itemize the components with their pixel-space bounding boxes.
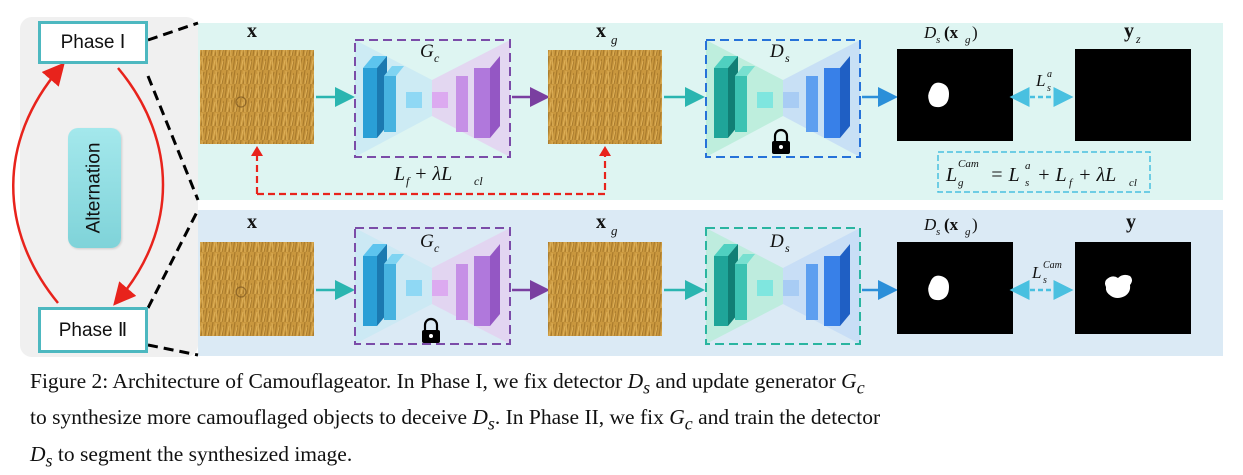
- feedback-loss-label: L f + λL cl: [393, 163, 483, 188]
- svg-text:z: z: [1135, 32, 1141, 46]
- svg-text:s: s: [936, 34, 940, 46]
- svg-text:(x: (x: [944, 215, 959, 234]
- svg-text:L: L: [393, 163, 405, 185]
- svg-text:+ L: + L: [1037, 164, 1067, 186]
- svg-text:f: f: [1069, 177, 1074, 189]
- svg-text:Cam: Cam: [1043, 260, 1062, 271]
- generated-label-phase1: x: [596, 20, 606, 42]
- svg-text:+ λL: + λL: [1078, 164, 1116, 186]
- prediction-map-phase1: [897, 49, 1013, 141]
- generator-gc-phase2: G c: [354, 227, 511, 345]
- svg-text:c: c: [434, 51, 440, 65]
- svg-text:L: L: [945, 164, 957, 186]
- generated-label-phase2: x: [596, 211, 606, 233]
- svg-text:g: g: [611, 32, 618, 47]
- generated-image-xg-phase1: [548, 50, 662, 144]
- detector-label: D: [769, 231, 784, 252]
- input-image-x-phase1: [200, 50, 314, 144]
- input-image-x-phase2: [200, 242, 314, 336]
- svg-text:+ λL: + λL: [414, 163, 452, 185]
- lock-icon: [772, 128, 790, 154]
- svg-text:L: L: [1031, 263, 1041, 282]
- lock-icon: [422, 317, 440, 343]
- svg-text:Cam: Cam: [958, 158, 979, 170]
- svg-text:(x: (x: [944, 23, 959, 42]
- loss-label-phase1: L s a: [1035, 69, 1052, 94]
- prediction-label-phase2: D s (x g ): [923, 215, 978, 238]
- target-map-yz: [1075, 49, 1191, 141]
- figure-caption: Figure 2: Architecture of Camouflageator…: [30, 369, 881, 470]
- svg-text:s: s: [785, 51, 790, 65]
- alternation-label: Alternation: [83, 142, 105, 234]
- svg-text:g: g: [611, 223, 618, 238]
- detector-ds-phase2: D s: [705, 227, 861, 345]
- svg-text:c: c: [434, 241, 440, 255]
- detector-label: D: [769, 41, 784, 62]
- generator-label: G: [420, 231, 434, 252]
- svg-text:f: f: [406, 174, 411, 188]
- phase1-label: Phase Ⅰ: [60, 32, 126, 53]
- alternation-pill: Alternation: [68, 128, 121, 248]
- svg-text:D: D: [923, 215, 937, 234]
- alternation-arrow-down: [113, 67, 165, 306]
- svg-text:s: s: [1043, 275, 1047, 286]
- architecture-diagram: x G c x g D s: [12, 17, 1223, 357]
- zoom-line-phase1: [146, 21, 200, 201]
- svg-text:g: g: [965, 226, 971, 238]
- zoom-line-phase2: [146, 209, 200, 357]
- detector-ds-phase1: D s: [705, 39, 861, 158]
- generator-gc-phase1: G c: [354, 39, 511, 158]
- svg-text:): ): [972, 215, 978, 234]
- input-label-phase2: x: [247, 211, 257, 233]
- svg-text:g: g: [958, 177, 964, 189]
- phase1-box: Phase Ⅰ: [38, 21, 148, 64]
- svg-text:D: D: [923, 23, 937, 42]
- svg-text:= L: = L: [990, 164, 1020, 186]
- prediction-map-phase2: [897, 242, 1013, 334]
- alternation-arrow-up: [12, 62, 65, 304]
- svg-text:s: s: [936, 226, 940, 238]
- ground-truth-map-y: [1075, 242, 1191, 334]
- svg-text:a: a: [1025, 160, 1031, 172]
- total-loss-equation: L Cam g = L a s + L f + λL cl: [945, 158, 1137, 189]
- target-label-phase1: y: [1124, 20, 1134, 42]
- svg-text:s: s: [1025, 177, 1029, 189]
- phase2-label: Phase Ⅱ: [58, 319, 128, 341]
- svg-text:L: L: [1035, 71, 1045, 90]
- svg-text:g: g: [965, 34, 971, 46]
- svg-text:): ): [972, 23, 978, 42]
- generated-image-xg-phase2: [548, 242, 662, 336]
- input-label-phase1: x: [247, 20, 257, 42]
- svg-text:a: a: [1047, 69, 1052, 80]
- svg-text:cl: cl: [1129, 177, 1137, 189]
- svg-text:s: s: [785, 241, 790, 255]
- phase2-box: Phase Ⅱ: [38, 307, 148, 353]
- target-label-phase2: y: [1126, 211, 1136, 233]
- svg-text:s: s: [1047, 83, 1051, 94]
- feedback-loop: [255, 150, 607, 196]
- prediction-label-phase1: D s (x g ): [923, 23, 978, 46]
- loss-label-phase2: L s Cam: [1031, 260, 1062, 286]
- svg-text:cl: cl: [474, 174, 483, 188]
- generator-label: G: [420, 41, 434, 62]
